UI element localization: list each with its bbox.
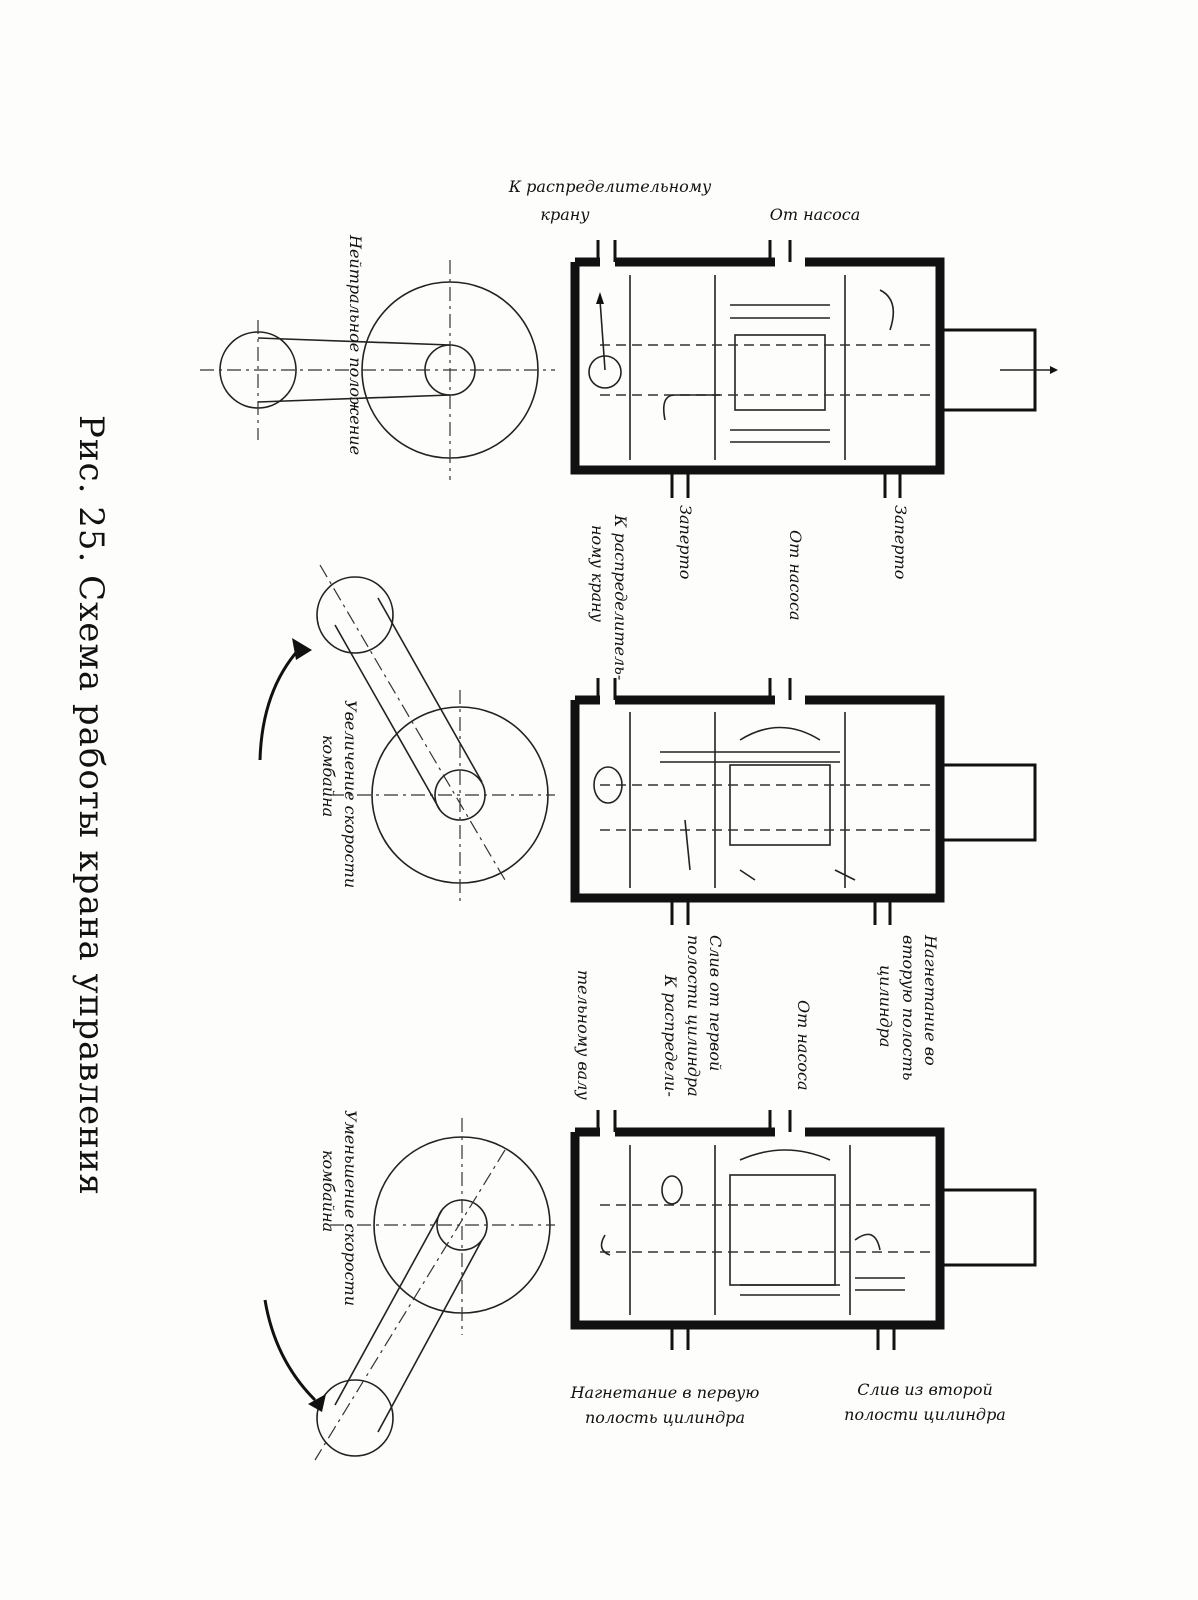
- label-increase-bottom-left-1: Слив от первой: [706, 935, 725, 1071]
- label-neutral-top-left-2: крану: [540, 205, 590, 224]
- label-increase-bottom-right-1: Нагнетание во: [921, 934, 940, 1066]
- label-decrease-bottom-right-1: Слив из второй: [857, 1380, 993, 1399]
- label-decrease-bottom-left-1: Нагнетание в первую: [570, 1383, 760, 1402]
- label-increase-bottom-left-2: полости цилиндра: [684, 935, 703, 1097]
- label-increase-lever-1: Увеличение скорости: [341, 700, 360, 888]
- label-neutral-top-left-1: К распределительному: [508, 177, 712, 196]
- label-increase-top-left-1: К распределитель-: [611, 514, 630, 680]
- lever-increase: [258, 564, 555, 905]
- label-increase-top-left-2: ному крану: [588, 525, 607, 623]
- figure-caption: Рис. 25. Схема работы крана управления: [71, 415, 111, 1196]
- label-decrease-lever-2: комбайна: [319, 1150, 338, 1232]
- label-increase-bottom-right-3: цилиндра: [876, 965, 895, 1047]
- valve-body-neutral: [570, 240, 1058, 498]
- label-decrease-top-left-1: К распредели-: [661, 974, 680, 1097]
- valve-body-increase: [570, 678, 1037, 925]
- label-neutral-bottom-left: Заперто: [676, 505, 695, 579]
- label-increase-bottom-right-2: вторую полость: [899, 935, 918, 1080]
- label-neutral-lever: Нейтральное положение: [346, 234, 365, 455]
- valve-body-decrease: [570, 1110, 1037, 1350]
- label-decrease-bottom-right-2: полости цилиндра: [844, 1405, 1006, 1424]
- label-decrease-top-right: От насоса: [794, 1000, 813, 1091]
- label-decrease-top-left-2: тельному валу: [574, 970, 593, 1100]
- lever-neutral: [200, 260, 555, 480]
- label-neutral-top-right: От насоса: [770, 205, 861, 224]
- label-increase-lever-2: комбайна: [319, 735, 338, 817]
- lever-decrease: [263, 1118, 555, 1461]
- label-decrease-bottom-left-2: полость цилиндра: [585, 1408, 745, 1427]
- label-neutral-bottom-right: Заперто: [891, 505, 910, 579]
- label-increase-top-right: От насоса: [786, 530, 805, 621]
- label-decrease-lever-1: Уменьшение скорости: [341, 1110, 360, 1306]
